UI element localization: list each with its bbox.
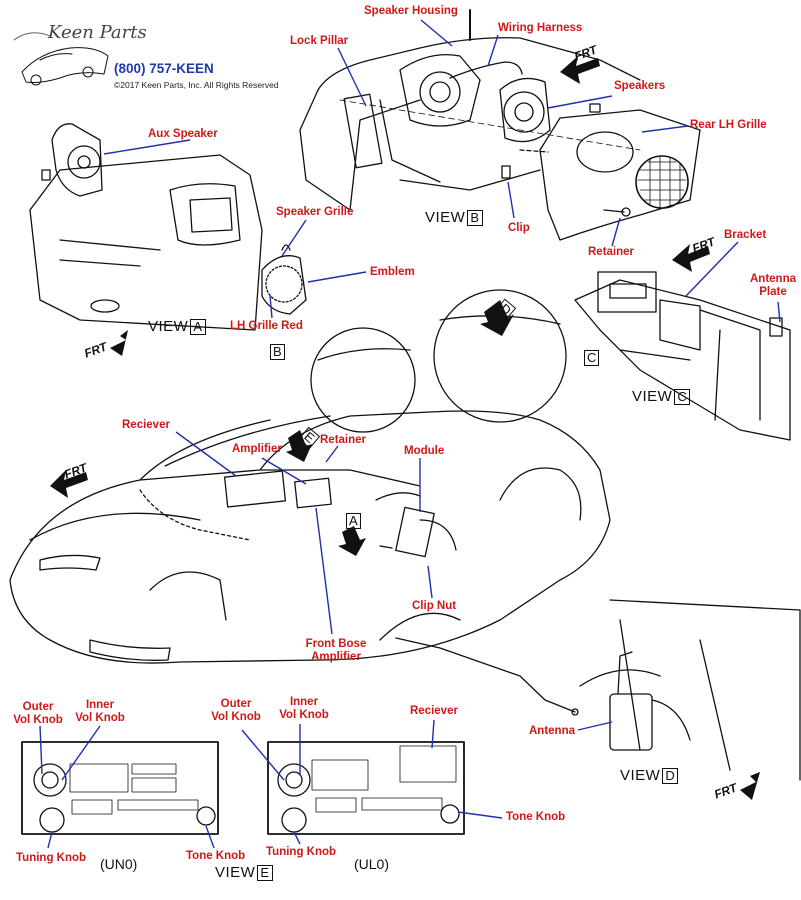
view-a-letter: A [190,319,206,335]
label-outer-vol-knob-left: Outer Vol Knob [8,701,68,727]
label-outer-vol-knob-left-line1: Outer [22,701,54,713]
view-b-drawing [299,9,701,241]
label-inner-vol-knob-right-line2: Vol Knob [279,709,329,721]
mesh-grille-icon [635,155,689,209]
callout-c-letter: C [584,350,600,366]
view-a-word: VIEW [148,318,189,335]
label-outer-vol-knob-right: Outer Vol Knob [206,698,266,724]
callout-b-letter: B [270,344,285,360]
view-a-drawing [29,123,307,331]
label-outer-vol-knob-right-line2: Vol Knob [211,711,261,723]
label-tuning-knob-right: Tuning Knob [266,846,337,858]
label-speakers: Speakers [614,80,666,92]
down-arrow-icon [480,300,514,336]
view-d-letter: D [662,768,679,784]
label-reciever-bottom: Reciever [410,705,458,717]
magnifier-b [310,327,416,433]
radio-ul0-faceplate [267,741,465,835]
magnifier-c [433,289,567,423]
label-inner-vol-knob-left-line2: Vol Knob [75,712,125,724]
view-c-drawing [574,271,791,441]
label-tone-knob-right: Tone Knob [506,811,566,823]
label-tone-knob-left: Tone Knob [186,850,246,862]
callout-c: C [582,349,600,367]
label-antenna-plate-line1: Antenna [750,273,796,285]
view-b-letter: B [467,210,483,226]
label-antenna-plate-line2: Plate [759,286,787,298]
label-inner-vol-knob-right-line1: Inner [289,696,319,708]
logo-wordmark: Keen Parts [48,22,147,43]
label-inner-vol-knob-left: Inner Vol Knob [70,699,130,725]
label-aux-speaker: Aux Speaker [148,128,218,140]
label-module: Module [404,445,445,457]
radio-code-un0: (UN0) [100,856,138,872]
label-lh-grille-red: LH Grille Red [230,320,303,332]
label-speaker-housing: Speaker Housing [364,5,458,17]
label-front-bose-line2: Amplifier [311,651,361,663]
label-wiring-harness: Wiring Harness [498,22,583,34]
label-inner-vol-knob-right: Inner Vol Knob [274,696,334,722]
label-tuning-knob-left: Tuning Knob [16,852,87,864]
label-clip-nut: Clip Nut [412,600,457,612]
label-bracket: Bracket [724,229,767,241]
label-speaker-grille: Speaker Grille [276,206,354,218]
down-arrow-icon [338,526,366,556]
radio-code-ul0: (UL0) [354,856,390,872]
label-antenna: Antenna [529,725,575,737]
view-d-drawing [395,599,801,781]
callout-b: B [268,343,285,361]
label-emblem: Emblem [370,266,415,278]
callout-a: A [344,512,361,530]
label-clip: Clip [508,222,530,234]
radio-un0-faceplate [21,741,219,835]
label-front-bose-line1: Front Bose [305,638,367,650]
callout-a-letter: A [346,513,361,529]
view-e-word: VIEW [215,864,256,881]
view-c-word: VIEW [632,388,673,405]
logo-car-icon [13,32,109,86]
view-d-word: VIEW [620,767,661,784]
label-retainer: Retainer [588,246,635,258]
label-rear-lh-grille: Rear LH Grille [690,119,767,131]
logo-copyright: ©2017 Keen Parts, Inc. All Rights Reserv… [114,80,279,90]
car-drawing [9,410,611,664]
label-inner-vol-knob-left-line1: Inner [85,699,115,711]
frt-arrow-icon [672,244,710,272]
label-front-bose-amplifier: Front Bose Amplifier [300,638,372,664]
label-outer-vol-knob-right-line1: Outer [220,698,252,710]
down-arrow-icon [286,430,312,462]
frt-arrow-icon [560,56,600,84]
logo-phone: (800) 757-KEEN [114,61,214,76]
frt-arrow-icon [740,772,760,800]
label-retainer-e: Retainer [320,434,367,446]
label-outer-vol-knob-left-line2: Vol Knob [13,714,63,726]
frt-arrow-icon [110,330,128,356]
view-b-word: VIEW [425,209,466,226]
label-amplifier: Amplifier [232,443,282,455]
view-c-letter: C [674,389,691,405]
label-reciever-top: Reciever [122,419,170,431]
frt-arrow-icon [50,470,88,498]
label-antenna-plate: Antenna Plate [748,273,798,299]
view-e-letter: E [257,865,273,881]
label-lock-pillar: Lock Pillar [290,35,349,47]
